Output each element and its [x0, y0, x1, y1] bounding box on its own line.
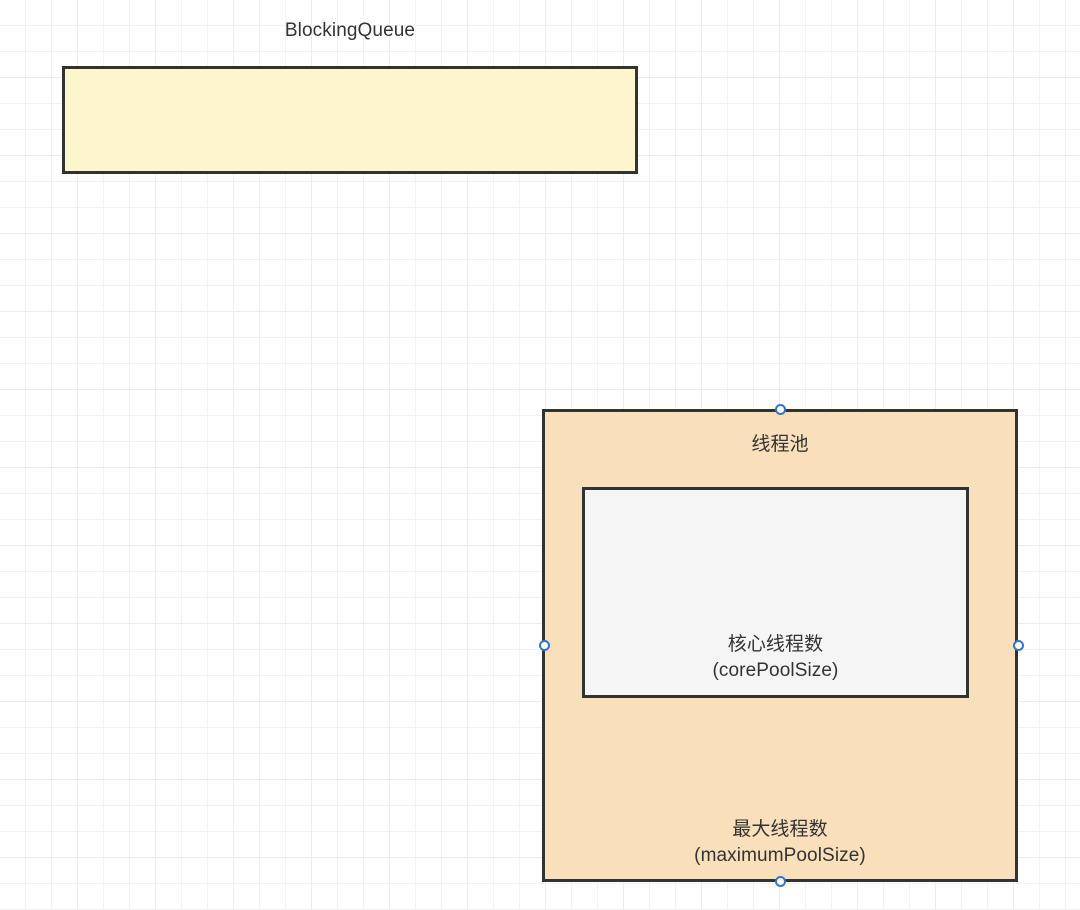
selection-handle-middle-right[interactable]: [1013, 640, 1024, 651]
max-pool-label: 最大线程数 (maximumPoolSize): [694, 819, 866, 866]
blocking-queue-box[interactable]: [62, 66, 638, 174]
core-pool-label: 核心线程数 (corePoolSize): [712, 634, 839, 681]
thread-pool-title: 线程池: [751, 434, 809, 455]
core-pool-box[interactable]: [582, 487, 969, 698]
blocking-queue-title: BlockingQueue: [284, 20, 416, 41]
selection-handle-middle-left[interactable]: [539, 640, 550, 651]
selection-handle-top-center[interactable]: [775, 404, 786, 415]
selection-handle-bottom-center[interactable]: [775, 876, 786, 887]
